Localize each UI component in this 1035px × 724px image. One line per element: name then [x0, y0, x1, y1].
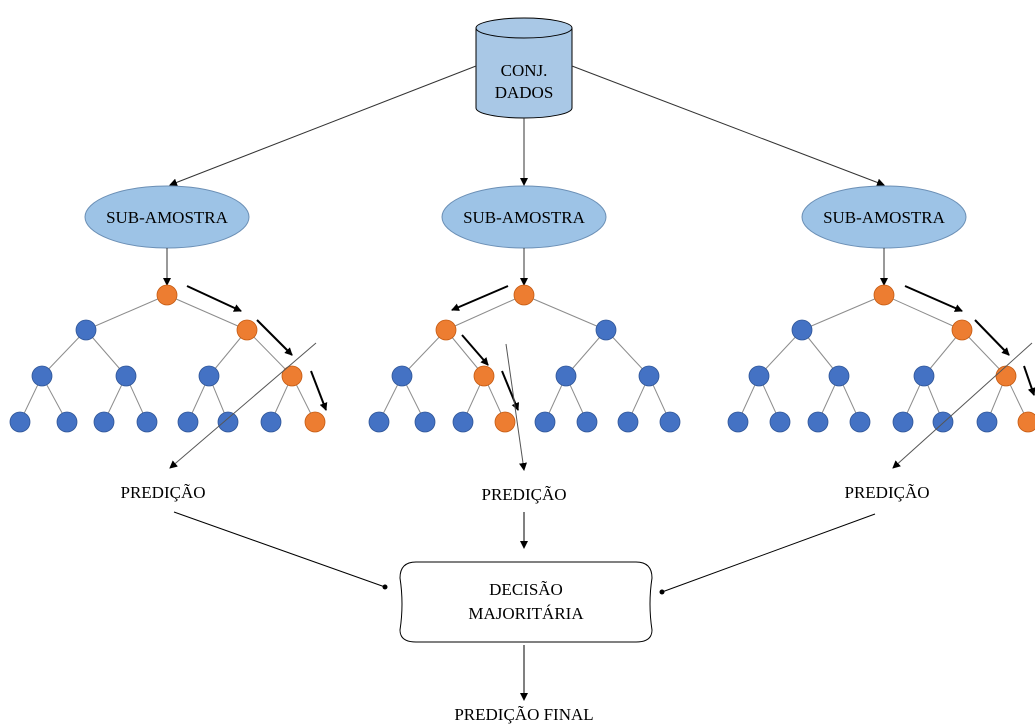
tree-leaf — [849, 411, 871, 433]
tree-path-node — [435, 319, 457, 341]
tree-path-node — [951, 319, 973, 341]
tree-edge — [41, 329, 87, 377]
tree-root-node — [156, 284, 178, 306]
tree-leaf — [617, 411, 639, 433]
tree-node — [31, 365, 53, 387]
tree-node — [115, 365, 137, 387]
tree-path-leaf — [1017, 411, 1035, 433]
connector-prediction-3-decision — [659, 513, 876, 595]
decision-trees — [9, 284, 1035, 433]
decision-line2: MAJORITÁRIA — [468, 604, 584, 623]
tree-3 — [727, 284, 1035, 433]
tree-node — [555, 365, 577, 387]
tree-leaf — [414, 411, 436, 433]
tree-leaf — [93, 411, 115, 433]
connector-tree-2-prediction — [505, 343, 527, 471]
connector-to-subsample-1 — [169, 65, 477, 187]
tree-node — [75, 319, 97, 341]
tree-path-leaf — [494, 411, 516, 433]
tree-edge — [445, 294, 525, 331]
connector-tree-1-prediction — [169, 342, 317, 469]
tree-root-node — [873, 284, 895, 306]
decision-path-arrow — [310, 370, 328, 411]
tree-edge — [758, 329, 803, 377]
tree-node — [748, 365, 770, 387]
tree-path-leaf — [304, 411, 326, 433]
tree-node — [913, 365, 935, 387]
tree-path-node — [473, 365, 495, 387]
majority-decision-box: DECISÃO MAJORITÁRIA — [399, 561, 653, 643]
tree-leaf — [56, 411, 78, 433]
tree-leaf — [576, 411, 598, 433]
tree-leaf — [452, 411, 474, 433]
decision-path-arrow — [904, 285, 963, 312]
subsample-2: SUB-AMOSTRA — [441, 185, 607, 249]
tree-leaf — [976, 411, 998, 433]
subsample-3-label: SUB-AMOSTRA — [823, 208, 946, 227]
tree-leaf — [892, 411, 914, 433]
connector-to-subsample-3 — [571, 65, 885, 187]
dataset-connectors — [169, 65, 885, 187]
decision-path-arrow — [1023, 365, 1035, 396]
dataset-label-line2: DADOS — [495, 83, 554, 102]
tree-node — [791, 319, 813, 341]
dataset-label-line1: CONJ. — [501, 61, 548, 80]
tree-path-node — [236, 319, 258, 341]
subsample-1: SUB-AMOSTRA — [84, 185, 250, 249]
tree-node — [198, 365, 220, 387]
decision-path-arrow — [461, 334, 489, 366]
tree-leaf — [769, 411, 791, 433]
tree-node — [595, 319, 617, 341]
decision-line1: DECISÃO — [489, 580, 563, 599]
tree-edge — [883, 294, 963, 331]
subsample-3: SUB-AMOSTRA — [801, 185, 967, 249]
tree-leaf — [368, 411, 390, 433]
connector-prediction-1-decision — [173, 511, 388, 590]
tree-edge — [246, 329, 293, 377]
decision-path-arrow — [186, 285, 242, 312]
tree-leaf — [260, 411, 282, 433]
tree-leaf — [136, 411, 158, 433]
tree-edge — [85, 294, 168, 331]
tree-edge — [166, 294, 248, 331]
prediction-2-label: PREDIÇÃO — [481, 485, 566, 504]
tree-2 — [368, 284, 681, 433]
tree-leaf — [807, 411, 829, 433]
tree-path-node — [995, 365, 1017, 387]
tree-leaf — [534, 411, 556, 433]
tree-node — [391, 365, 413, 387]
tree-leaf — [727, 411, 749, 433]
tree-edge — [801, 294, 885, 331]
tree-root-node — [513, 284, 535, 306]
prediction-3-label: PREDIÇÃO — [844, 483, 929, 502]
connector-tree-3-prediction — [892, 342, 1033, 469]
tree-edge — [605, 329, 650, 377]
prediction-1-label: PREDIÇÃO — [120, 483, 205, 502]
subsample-root-connectors — [163, 248, 888, 286]
prediction-connectors — [169, 342, 1033, 471]
subsample-2-label: SUB-AMOSTRA — [463, 208, 586, 227]
tree-edge — [961, 329, 1007, 377]
decision-connectors — [173, 511, 876, 595]
dataset-cylinder: CONJ. DADOS — [475, 17, 573, 119]
tree-node — [828, 365, 850, 387]
final-prediction-label: PREDIÇÃO FINAL — [454, 705, 593, 724]
tree-path-node — [281, 365, 303, 387]
decision-path-arrow — [501, 370, 520, 411]
decision-path-arrow — [974, 319, 1010, 356]
tree-leaf — [659, 411, 681, 433]
tree-edge — [523, 294, 607, 331]
tree-leaf — [9, 411, 31, 433]
decision-path-arrow — [256, 319, 293, 356]
decision-path-arrow — [451, 285, 509, 311]
tree-node — [638, 365, 660, 387]
tree-1 — [9, 284, 328, 433]
tree-edge — [401, 329, 447, 377]
tree-leaf — [217, 411, 239, 433]
tree-leaf — [177, 411, 199, 433]
subsample-1-label: SUB-AMOSTRA — [106, 208, 229, 227]
